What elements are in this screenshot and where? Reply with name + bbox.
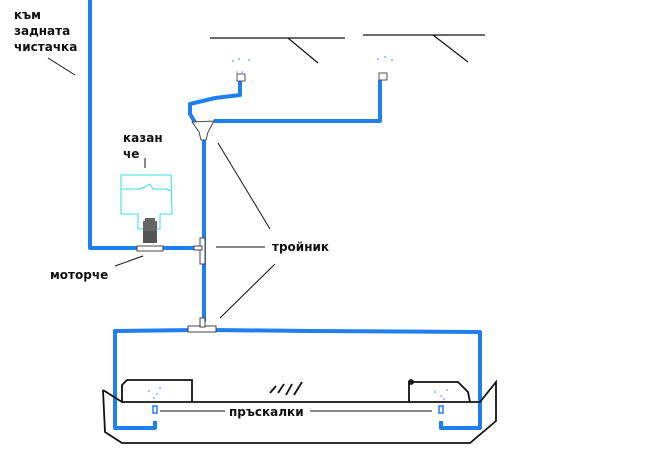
label-sprayers: пръскалки [229, 405, 304, 419]
label-tee: тройник [272, 240, 330, 254]
label-motor: моторче [50, 268, 109, 282]
right-front-pipe [214, 80, 382, 123]
label-rear-wiper-line2: задната [14, 24, 71, 38]
label-tank: казан че [123, 131, 163, 161]
right-bumper-pipe [211, 328, 482, 430]
left-front-pipe [188, 80, 242, 126]
front-nozzle-right [378, 72, 388, 81]
label-rear-wiper-line1: към [14, 8, 41, 22]
spray-dots [148, 56, 448, 400]
sprayer-right [438, 405, 444, 414]
label-tank-line2: че [123, 147, 140, 161]
label-tank-line1: казан [123, 131, 163, 145]
label-rear-wiper: към задната чистачка [14, 8, 77, 54]
y-fitting [191, 120, 215, 141]
motor [136, 218, 164, 252]
label-rear-wiper-line3: чистачка [14, 40, 78, 54]
tank-outline [120, 174, 173, 230]
bumper-outline [102, 379, 497, 444]
pipes [88, 0, 482, 430]
front-nozzle-left [236, 73, 246, 82]
middle-tee [199, 237, 206, 265]
pointer-lines [47, 57, 432, 412]
left-bumper-pipe [113, 328, 197, 430]
rear-pipe [88, 0, 140, 250]
windshield-outline [210, 34, 485, 64]
sprayer-left [152, 405, 158, 414]
